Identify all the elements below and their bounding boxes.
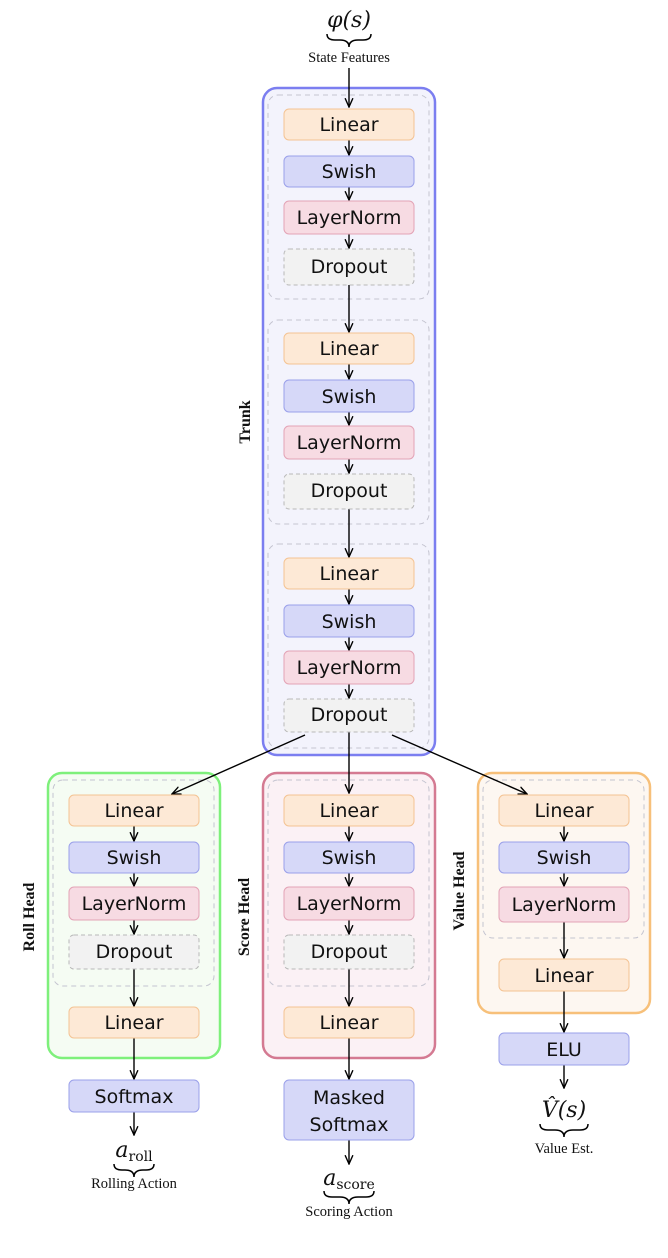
- swish-layer: [283, 604, 415, 638]
- softmax-layer: [68, 1079, 200, 1113]
- linear-layer: [498, 794, 630, 827]
- roll-head-block: [52, 779, 215, 987]
- linear-layer: [68, 794, 200, 827]
- roll-output-symbol: aroll: [115, 1138, 153, 1165]
- final-linear-label: Linear: [104, 1012, 163, 1034]
- dropout-label: Dropout: [96, 941, 173, 963]
- elu-layer: [498, 1032, 630, 1066]
- score-output-label: Scoring Action: [305, 1204, 393, 1220]
- trunk-block-2-layers: Linear Swish LayerNorm Dropout: [283, 332, 415, 510]
- score-head-title: Score Head: [236, 878, 253, 956]
- input-label: State Features: [308, 50, 390, 66]
- final-linear-layer: [68, 1006, 200, 1039]
- layernorm-layer: [283, 425, 415, 460]
- roll-output-brace: [113, 1163, 155, 1178]
- input-symbol: φ(s): [327, 8, 371, 33]
- roll-head-title: Roll Head: [21, 882, 38, 951]
- swish-label: Swish: [537, 847, 592, 869]
- final-linear-layer: [283, 1006, 415, 1039]
- trunk-block-3-layers: Linear Swish LayerNorm Dropout: [283, 557, 415, 733]
- value-output-brace: [539, 1123, 589, 1138]
- value-head-layers: Linear Swish LayerNorm Linear ELU V̂(s) …: [498, 794, 630, 1157]
- masked-softmax-label-line1: Masked: [313, 1087, 385, 1109]
- linear-layer: [283, 332, 415, 365]
- score-output-brace: [323, 1190, 375, 1205]
- layernorm-label: LayerNorm: [297, 657, 402, 679]
- trunk-block-1-layers: Linear Swish LayerNorm Dropout: [283, 108, 415, 286]
- swish-label: Swish: [322, 611, 377, 633]
- score-head-block: [267, 779, 430, 987]
- layernorm-layer: [283, 200, 415, 235]
- layernorm-label: LayerNorm: [297, 207, 402, 229]
- dropout-label: Dropout: [311, 704, 388, 726]
- layernorm-layer: [498, 886, 630, 923]
- layernorm-label: LayerNorm: [297, 893, 402, 915]
- dropout-layer: [283, 934, 415, 970]
- connections: [134, 68, 564, 1164]
- swish-layer: [283, 841, 415, 874]
- linear-layer: [283, 557, 415, 590]
- layernorm-label: LayerNorm: [512, 894, 617, 916]
- swish-layer: [68, 841, 200, 874]
- dropout-label: Dropout: [311, 941, 388, 963]
- dropout-layer: [283, 473, 415, 510]
- score-head-layers: Linear Swish LayerNorm Dropout Linear Ma…: [283, 794, 415, 1220]
- linear-label: Linear: [534, 800, 593, 822]
- layernorm-label: LayerNorm: [297, 432, 402, 454]
- final-linear-layer: [498, 958, 630, 992]
- roll-output-label: Rolling Action: [91, 1176, 178, 1192]
- linear-label: Linear: [319, 563, 378, 585]
- final-linear-label: Linear: [534, 965, 593, 987]
- swish-label: Swish: [322, 847, 377, 869]
- linear-layer: [283, 108, 415, 141]
- dropout-label: Dropout: [311, 256, 388, 278]
- softmax-label: Softmax: [95, 1086, 174, 1108]
- linear-label: Linear: [319, 338, 378, 360]
- masked-softmax-label-line2: Softmax: [310, 1114, 389, 1136]
- score-output-symbol: ascore: [323, 1166, 375, 1193]
- layernorm-layer: [283, 650, 415, 685]
- value-head-title: Value Head: [451, 851, 468, 930]
- masked-softmax-layer: [283, 1079, 415, 1141]
- swish-layer: [283, 155, 415, 188]
- dropout-layer: [283, 698, 415, 733]
- layernorm-layer: [68, 886, 200, 921]
- dropout-layer: [68, 934, 200, 970]
- input-brace: [326, 33, 372, 48]
- dropout-layer: [283, 248, 415, 286]
- trunk-title: Trunk: [237, 400, 254, 443]
- value-output-symbol: V̂(s): [542, 1097, 586, 1123]
- final-linear-label: Linear: [319, 1012, 378, 1034]
- linear-label: Linear: [319, 114, 378, 136]
- swish-label: Swish: [322, 386, 377, 408]
- swish-layer: [498, 841, 630, 874]
- roll-head-layers: Linear Swish LayerNorm Dropout Linear So…: [68, 794, 200, 1192]
- swish-layer: [283, 379, 415, 413]
- layernorm-label: LayerNorm: [82, 893, 187, 915]
- value-output-label: Value Est.: [535, 1141, 594, 1157]
- linear-label: Linear: [104, 800, 163, 822]
- swish-label: Swish: [107, 847, 162, 869]
- elu-label: ELU: [546, 1039, 582, 1061]
- linear-label: Linear: [319, 800, 378, 822]
- swish-label: Swish: [322, 161, 377, 183]
- dropout-label: Dropout: [311, 480, 388, 502]
- layernorm-layer: [283, 886, 415, 921]
- linear-layer: [283, 794, 415, 827]
